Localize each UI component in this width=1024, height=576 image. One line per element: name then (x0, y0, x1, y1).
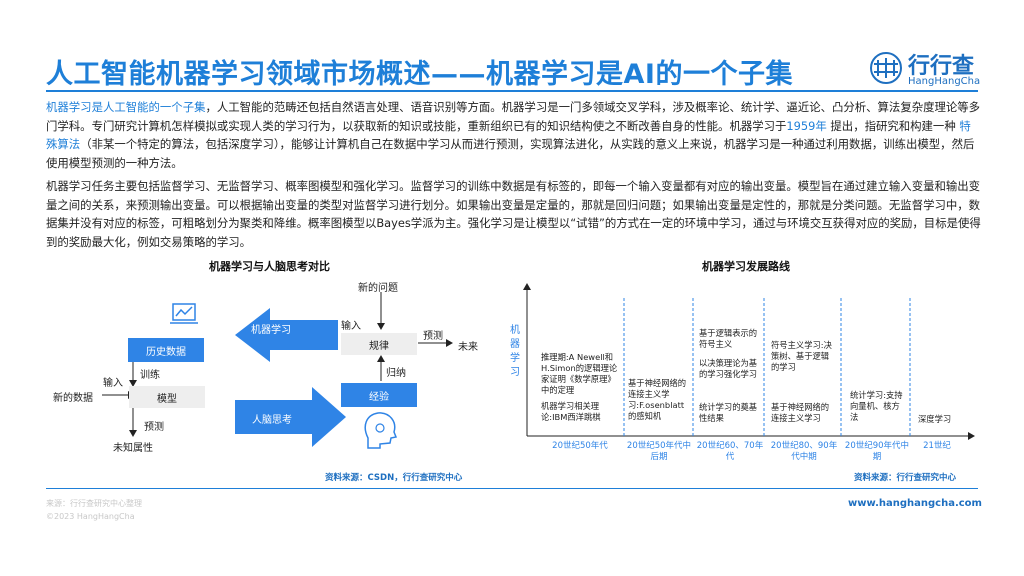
rm-col3-bottom: 统计学习的奠基性结果 (699, 402, 758, 423)
logo-subtext: HangHangCha (908, 76, 981, 87)
input-label-right: 输入 (341, 321, 361, 332)
highlight-algorithm: 特殊算法 (46, 118, 971, 152)
roadmap-axes (523, 283, 975, 440)
rm-col6-bottom: 深度学习 (918, 414, 952, 424)
human-thinking-arrow (235, 387, 346, 447)
predict-label-left: 预测 (144, 422, 164, 433)
rm-col3-mid: 以决策理论为基的学习强化学习 (699, 358, 758, 379)
roadmap-source: 资料来源：行行查研究中心 (854, 473, 957, 483)
rm-col6-era: 21世纪 (923, 441, 951, 451)
para1-text-b: 提出，指研究和构建一种 (826, 118, 960, 133)
rm-col4-era: 20世纪80、90年代中期 (770, 441, 838, 462)
logo-globe-icon (870, 52, 902, 84)
predict-label-right: 预测 (423, 331, 443, 342)
rm-col4-top: 符号主义学习:决策树、基于逻辑的学习 (771, 340, 832, 372)
tasks-paragraph: 机器学习任务主要包括监督学习、无监督学习、概率图模型和强化学习。监督学习的训练中… (46, 179, 981, 249)
logo-text: 行行查 (908, 54, 975, 79)
rm-col3-era: 20世纪60、70年代 (696, 441, 764, 462)
new-data-label: 新的数据 (53, 393, 93, 404)
footer-source-note: 来源：行行查研究中心整理 (46, 499, 142, 508)
machine-learning-arrow (235, 308, 338, 362)
experience-box: 经验 (341, 383, 417, 407)
compare-source: 资料来源：CSDN，行行查研究中心 (325, 473, 463, 483)
history-data-box: 历史数据 (128, 338, 204, 362)
website-link[interactable]: www.hanghangcha.com (848, 498, 982, 509)
induce-label: 归纳 (386, 368, 406, 379)
compare-diagram-graphics (102, 292, 453, 449)
roadmap-vertical-label: 机器学习 (510, 325, 520, 378)
roadmap-title: 机器学习发展路线 (702, 260, 790, 273)
rm-col1-top: 推理期:A Newell和H.Simon的逻辑理论家证明《数学原理》中的定理 (541, 352, 618, 395)
future-label: 未来 (458, 342, 478, 353)
para1-text-a: ，人工智能的范畴还包括自然语言处理、语音识别等方面。机器学习是一门多领域交叉学科… (46, 100, 981, 133)
rule-box: 规律 (341, 333, 417, 355)
human-thinking-label: 人脑思考 (252, 415, 292, 426)
rm-col4-bottom: 基于神经网络的连接主义学习 (771, 402, 830, 423)
rm-col2-bottom: 基于神经网络的连接主义学习:F.osenblatt的感知机 (628, 378, 687, 421)
rm-col3-top: 基于逻辑表示的符号主义 (699, 328, 758, 349)
highlight-subset: 机器学习是人工智能的一个子集 (46, 100, 206, 114)
footer-divider (46, 488, 978, 489)
page-title: 人工智能机器学习领域市场概述——机器学习是AI的一个子集 (46, 59, 793, 90)
machine-learning-label: 机器学习 (251, 325, 291, 336)
rm-col5-era: 20世纪90年代中期 (844, 441, 910, 462)
input-label-left: 输入 (103, 378, 123, 389)
chart-icon (170, 303, 198, 324)
para1-text-c: （非某一个特定的算法，包括深度学习），能够让计算机自己在数据中学习从而进行预测，… (46, 137, 975, 170)
compare-title: 机器学习与人脑思考对比 (209, 260, 330, 273)
intro-paragraph: 机器学习是人工智能的一个子集，人工智能的范畴还包括自然语言处理、语音识别等方面。… (46, 98, 982, 172)
title-divider (46, 90, 978, 92)
rm-col1-bottom: 机器学习相关理论:IBM西洋跳棋 (541, 401, 601, 422)
unknown-attr-label: 未知属性 (113, 443, 153, 454)
rm-col2-era: 20世纪50年代中后期 (626, 441, 692, 462)
train-label: 训练 (140, 370, 160, 381)
rm-col1-era: 20世纪50年代 (552, 441, 608, 451)
footer-copyright: ©2023 HangHangCha (46, 512, 135, 521)
highlight-year: 1959年 (786, 118, 827, 133)
brain-head-icon (364, 412, 398, 449)
rm-col5-bottom: 统计学习:支持向量机、核方法 (850, 390, 903, 422)
model-box: 模型 (129, 386, 205, 408)
new-problem-label: 新的问题 (358, 283, 398, 294)
logo: 行行查 HangHangCha (868, 50, 988, 92)
